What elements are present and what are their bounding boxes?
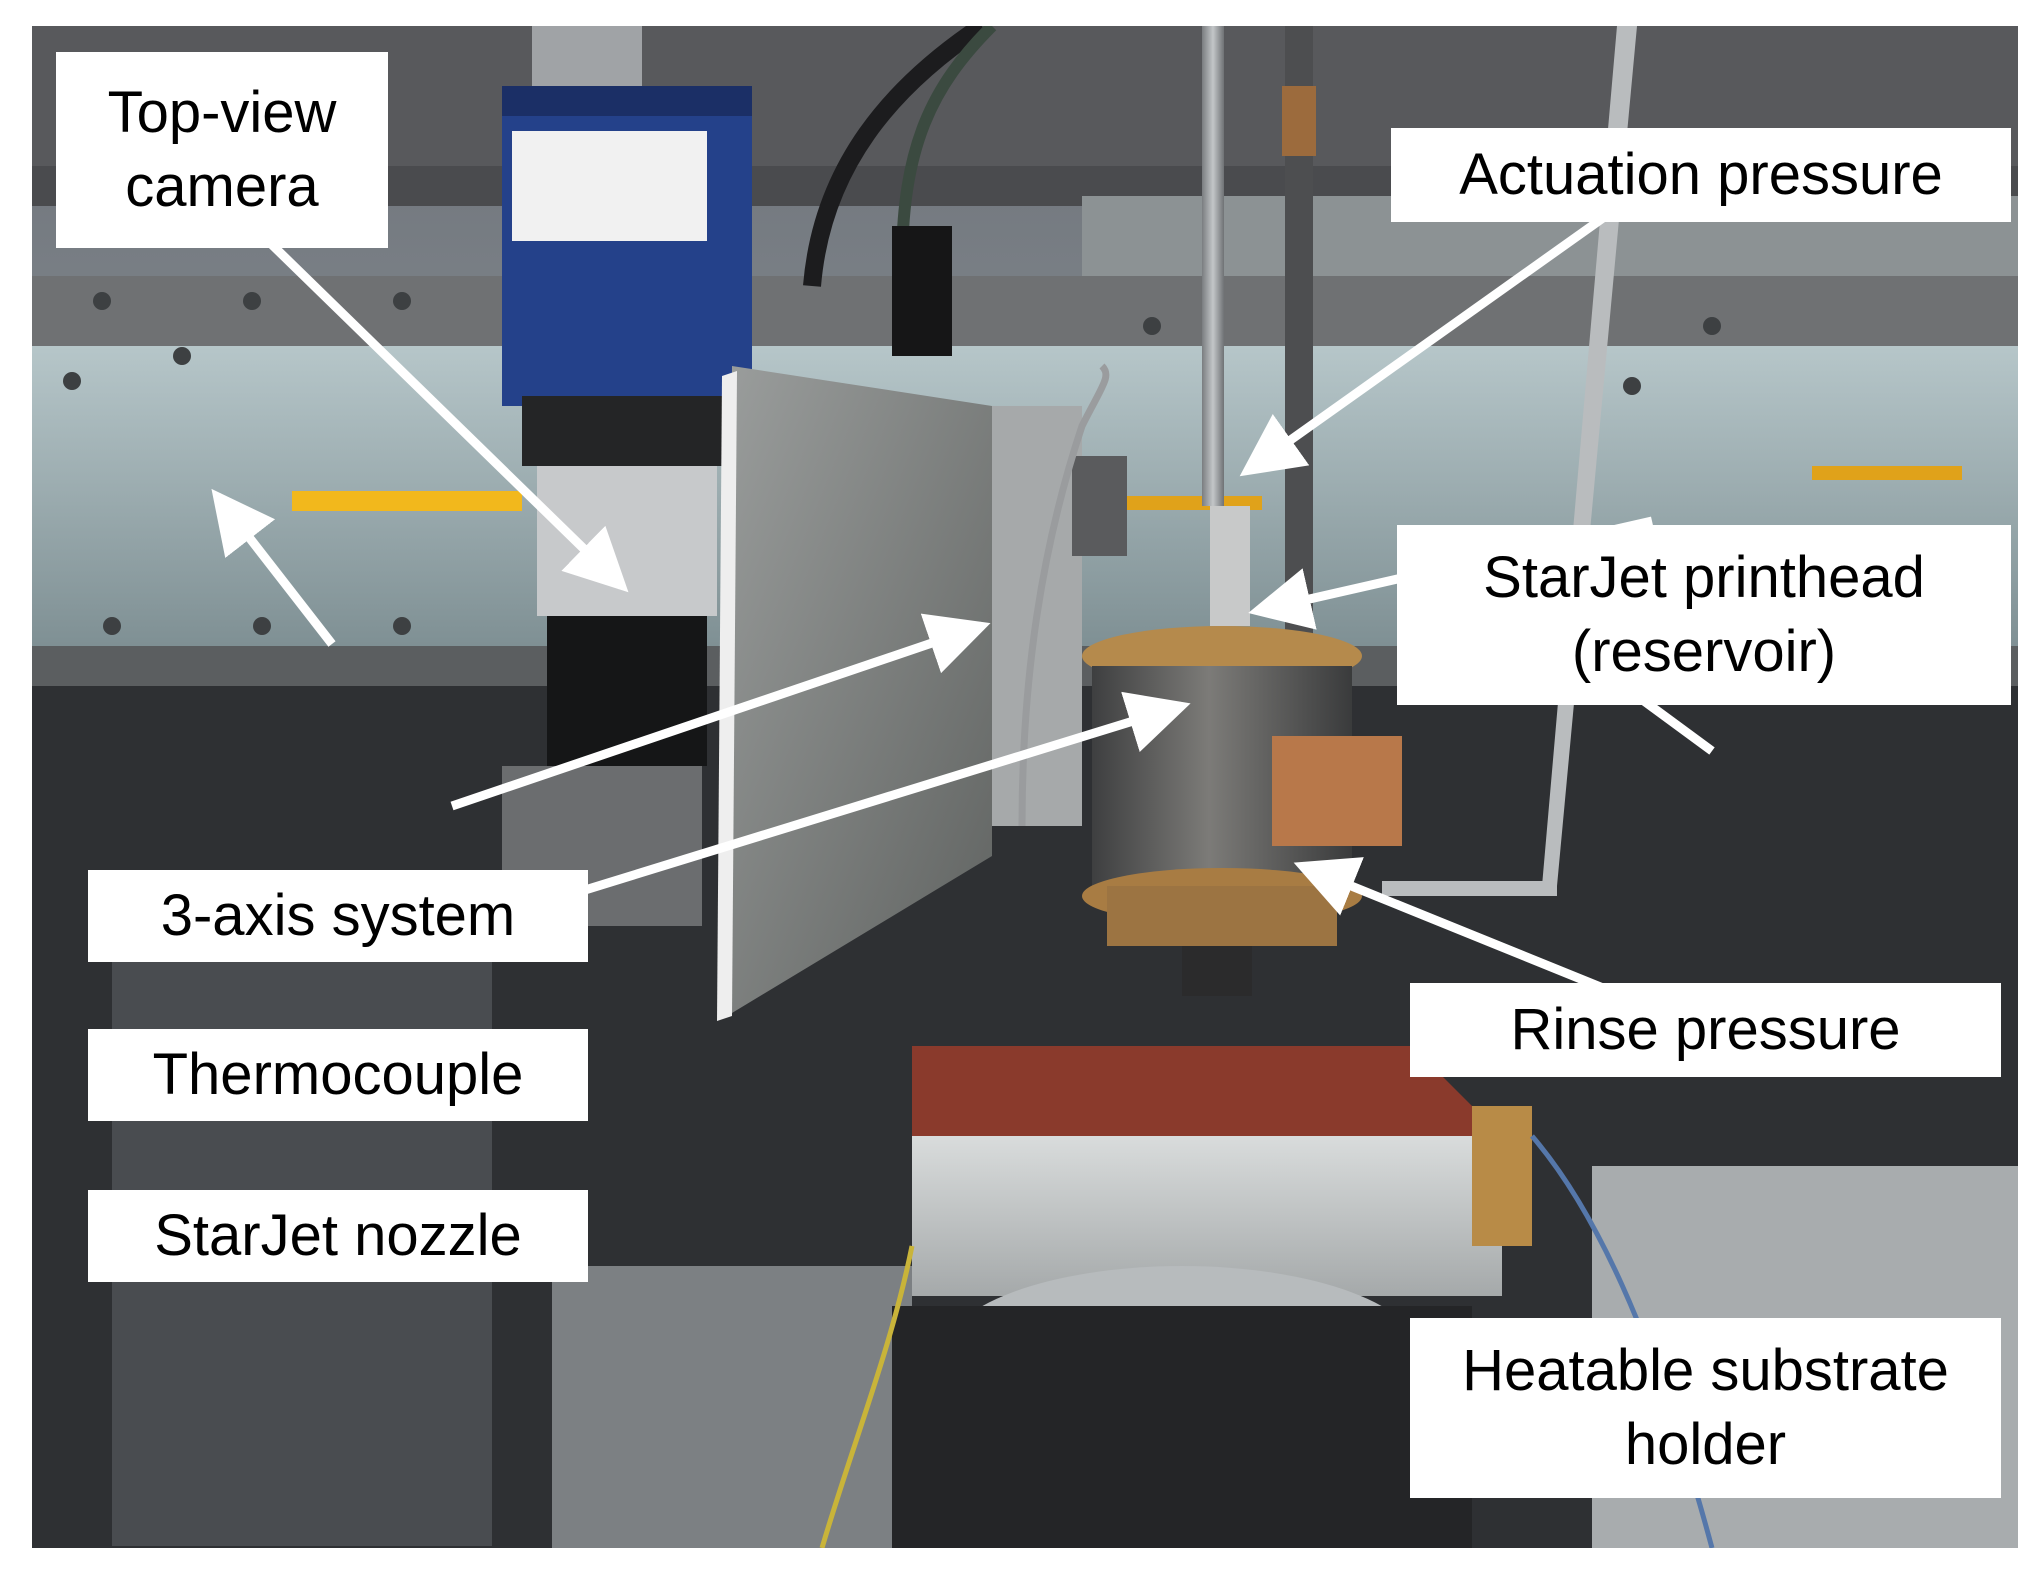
label-heatable-substrate-holder: Heatable substrate holder [1410, 1318, 2001, 1498]
label-three-axis-system: 3-axis system [88, 870, 588, 962]
label-actuation-pressure: Actuation pressure [1391, 128, 2011, 222]
label-thermocouple: Thermocouple [88, 1029, 588, 1121]
equipment-photo [32, 26, 2018, 1548]
label-rinse-pressure: Rinse pressure [1410, 983, 2001, 1077]
label-top-view-camera: Top-view camera [56, 52, 388, 248]
label-starjet-printhead: StarJet printhead (reservoir) [1397, 525, 2011, 705]
label-starjet-nozzle: StarJet nozzle [88, 1190, 588, 1282]
